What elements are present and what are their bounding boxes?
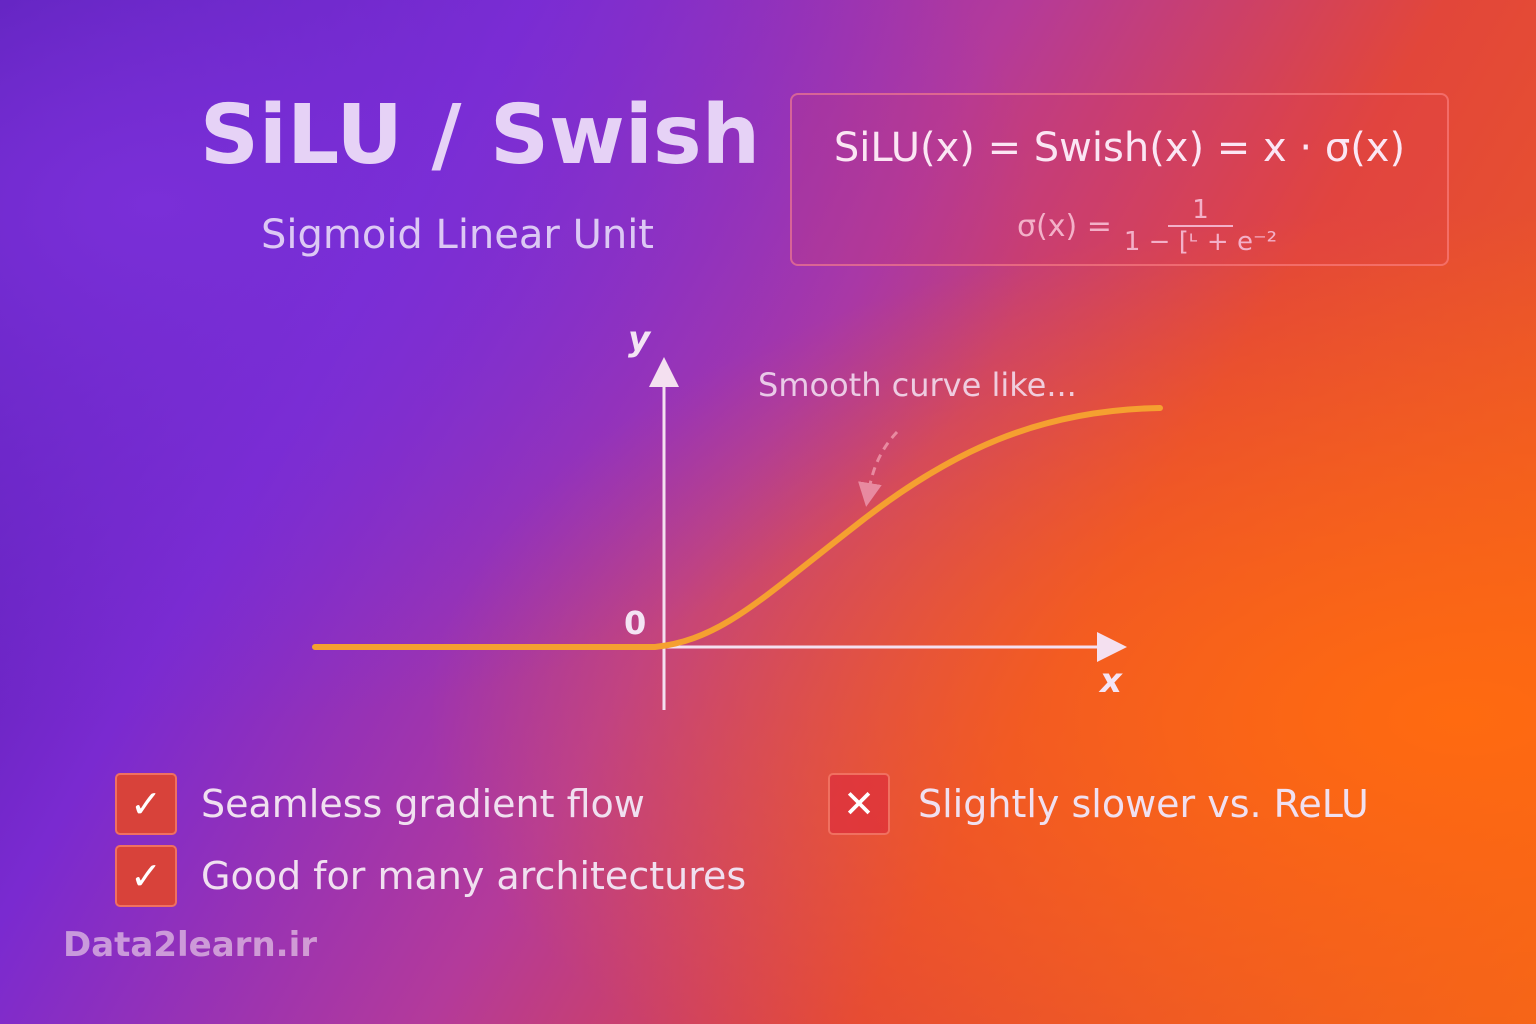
denominator: 1 − [ᶫ + e⁻²	[1123, 227, 1278, 257]
watermark: Data2learn.ir	[63, 925, 317, 965]
con-label: Slightly slower vs. ReLU	[918, 782, 1369, 826]
title: SiLU / Swish	[199, 88, 761, 183]
pro-label: Good for many architectures	[201, 854, 747, 898]
y-label: y	[628, 319, 652, 359]
check-icon: ✓	[115, 845, 177, 907]
sigma-lhs: σ(x) =	[1017, 208, 1112, 244]
pro-item: ✓ Good for many architectures	[115, 845, 746, 907]
silu-formula: SiLU(x) = Swish(x) = x · σ(x)	[833, 125, 1406, 171]
check-icon: ✓	[115, 773, 177, 835]
formula-box: SiLU(x) = Swish(x) = x · σ(x) σ(x) = 1 1…	[790, 93, 1449, 266]
con-item: ✕ Slightly slower vs. ReLU	[828, 773, 1369, 835]
subtitle: Sigmoid Linear Unit	[260, 212, 654, 258]
silu-curve	[312, 405, 1163, 650]
fraction: 1 1 − [ᶫ + e⁻²	[1124, 195, 1277, 257]
numerator: 1	[1168, 195, 1233, 227]
sigmoid-formula: σ(x) = 1 1 − [ᶫ + e⁻²	[1017, 195, 1277, 257]
pro-item: ✓ Seamless gradient flow	[115, 773, 645, 835]
x-icon: ✕	[828, 773, 890, 835]
annotation-arrow	[858, 430, 899, 507]
pro-label: Seamless gradient flow	[201, 782, 645, 826]
origin-label: 0	[624, 604, 646, 642]
x-label: x	[1098, 661, 1123, 701]
curve-annotation: Smooth curve like...	[758, 366, 1077, 404]
